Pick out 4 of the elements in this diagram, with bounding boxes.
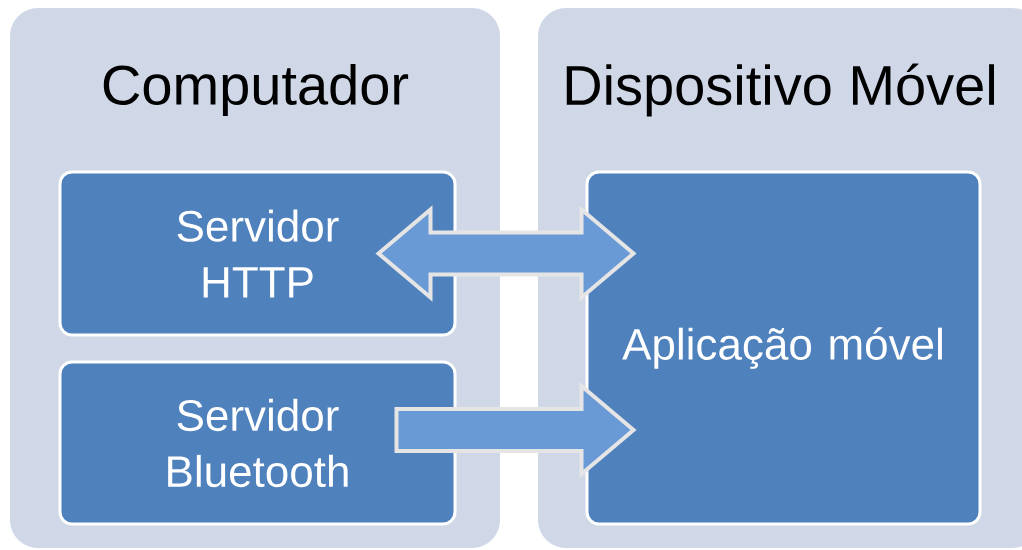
block-arrow — [394, 381, 637, 479]
process-box: Servidor HTTP — [58, 170, 457, 337]
process-box: Servidor Bluetooth — [58, 360, 457, 526]
process-box: Aplicação móvel — [585, 170, 982, 526]
